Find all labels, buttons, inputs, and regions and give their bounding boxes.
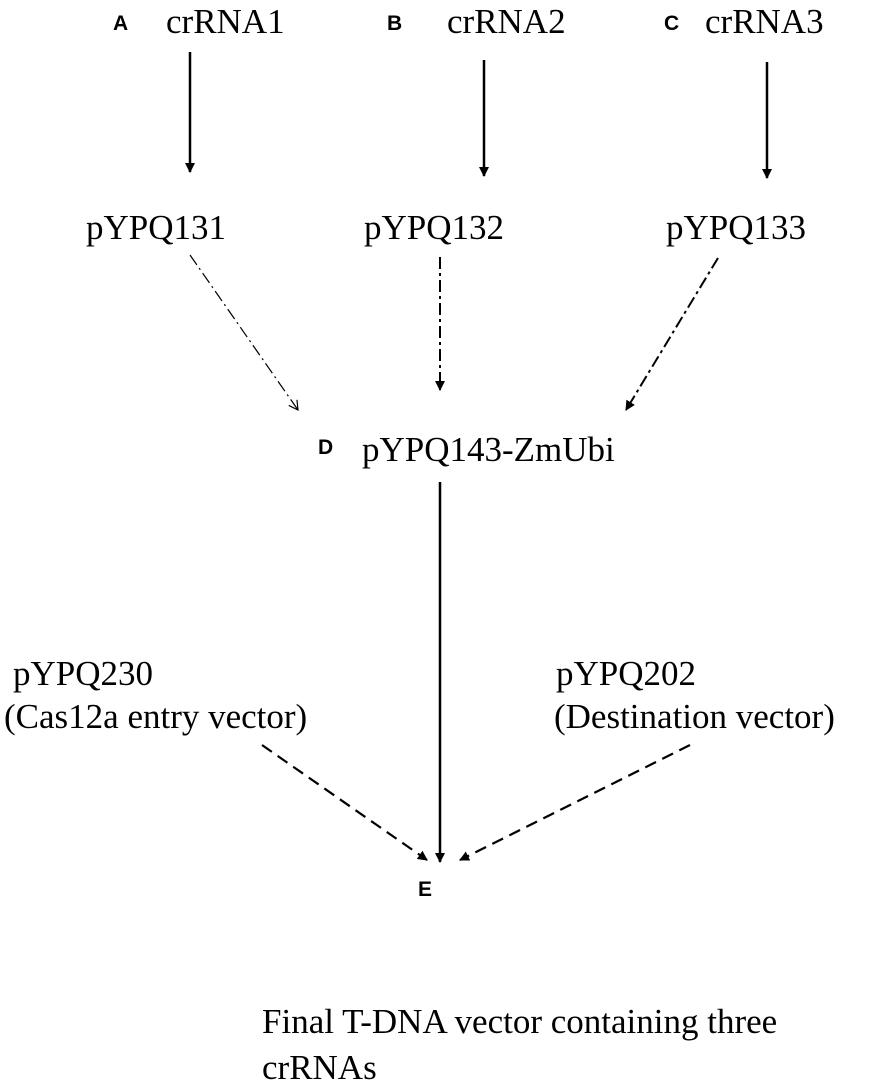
node-pypq230-note: (Cas12a entry vector) (4, 697, 308, 736)
arrow-pypq202-to-final (459, 744, 691, 861)
node-pypq202: pYPQ202 (556, 654, 697, 693)
panel-label-e: E (418, 878, 433, 901)
arrow-pypq230-to-final (261, 744, 428, 861)
arrow-pypq133-to-pypq143 (625, 257, 719, 411)
node-final-vector-line1: Final T-DNA vector containing three (262, 1002, 778, 1041)
arrow-pypq131-to-pypq143 (189, 254, 299, 412)
node-pypq133: pYPQ133 (666, 208, 807, 247)
node-pypq202-note: (Destination vector) (554, 697, 835, 736)
node-crrna1: crRNA1 (166, 2, 285, 41)
panel-label-a: A (113, 12, 129, 35)
node-pypq143-zmubi: pYPQ143-ZmUbi (362, 430, 615, 469)
node-crrna2: crRNA2 (447, 2, 566, 41)
node-pypq131: pYPQ131 (86, 208, 227, 247)
node-pypq132: pYPQ132 (364, 208, 505, 247)
node-crrna3: crRNA3 (705, 2, 824, 41)
panel-label-b: B (387, 12, 403, 35)
node-pypq230: pYPQ230 (13, 654, 154, 693)
panel-label-c: C (664, 12, 680, 35)
panel-label-d: D (318, 436, 334, 459)
node-final-vector-line2: crRNAs (262, 1048, 377, 1087)
